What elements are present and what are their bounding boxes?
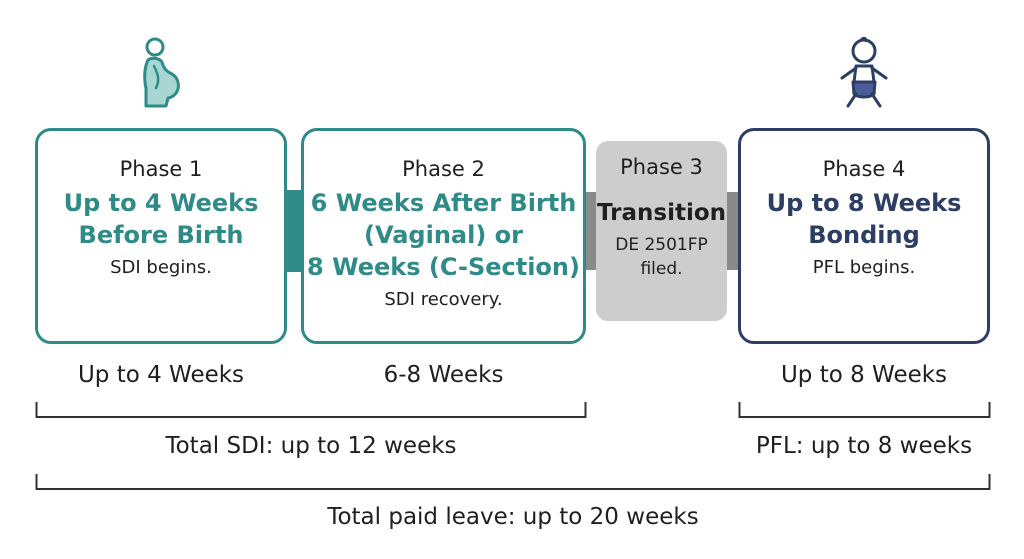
phase-4-card: Phase 4 Up to 8 Weeks Bonding PFL begins… [738, 128, 990, 344]
sdi-bracket [35, 402, 587, 418]
phase-4-description: PFL begins. [812, 257, 916, 278]
phase-3-label: Phase 3 [620, 155, 703, 179]
phase-1-duration: Up to 4 Weeks [77, 362, 245, 388]
phase-2-duration: 6-8 Weeks [383, 362, 504, 388]
phase-1-label: Phase 1 [119, 157, 203, 181]
connector-phase1-phase2 [285, 190, 303, 272]
phase-2-card: Phase 2 6 Weeks After Birth (Vaginal) or… [301, 128, 586, 344]
baby-icon [840, 36, 888, 108]
pfl-bracket [738, 402, 991, 418]
phase-4-heading: Up to 8 Weeks Bonding [766, 189, 962, 249]
phase-4-label: Phase 4 [822, 157, 906, 181]
connector-phase2-phase3 [584, 192, 598, 270]
total-sdi-label: Total SDI: up to 12 weeks [165, 433, 457, 459]
phase-3-description: DE 2501FP filed. [615, 235, 708, 279]
phase-1-description: SDI begins. [110, 257, 212, 278]
phase-3-card: Phase 3 Transition DE 2501FP filed. [596, 141, 727, 321]
pfl-total-label: PFL: up to 8 weeks [755, 433, 973, 459]
phase-2-label: Phase 2 [402, 157, 485, 181]
phase-4-duration: Up to 8 Weeks [780, 362, 948, 388]
total-paid-leave-label: Total paid leave: up to 20 weeks [327, 504, 699, 530]
phase-3-heading: Transition [596, 200, 727, 226]
pregnant-person-icon [143, 37, 180, 108]
phase-2-heading: 6 Weeks After Birth (Vaginal) or 8 Weeks… [307, 189, 580, 281]
phase-1-heading: Up to 4 Weeks Before Birth [63, 189, 259, 249]
total-leave-bracket [35, 474, 991, 490]
phase-1-card: Phase 1 Up to 4 Weeks Before Birth SDI b… [35, 128, 287, 344]
phase-2-description: SDI recovery. [384, 289, 503, 310]
connector-phase3-phase4 [724, 192, 740, 270]
